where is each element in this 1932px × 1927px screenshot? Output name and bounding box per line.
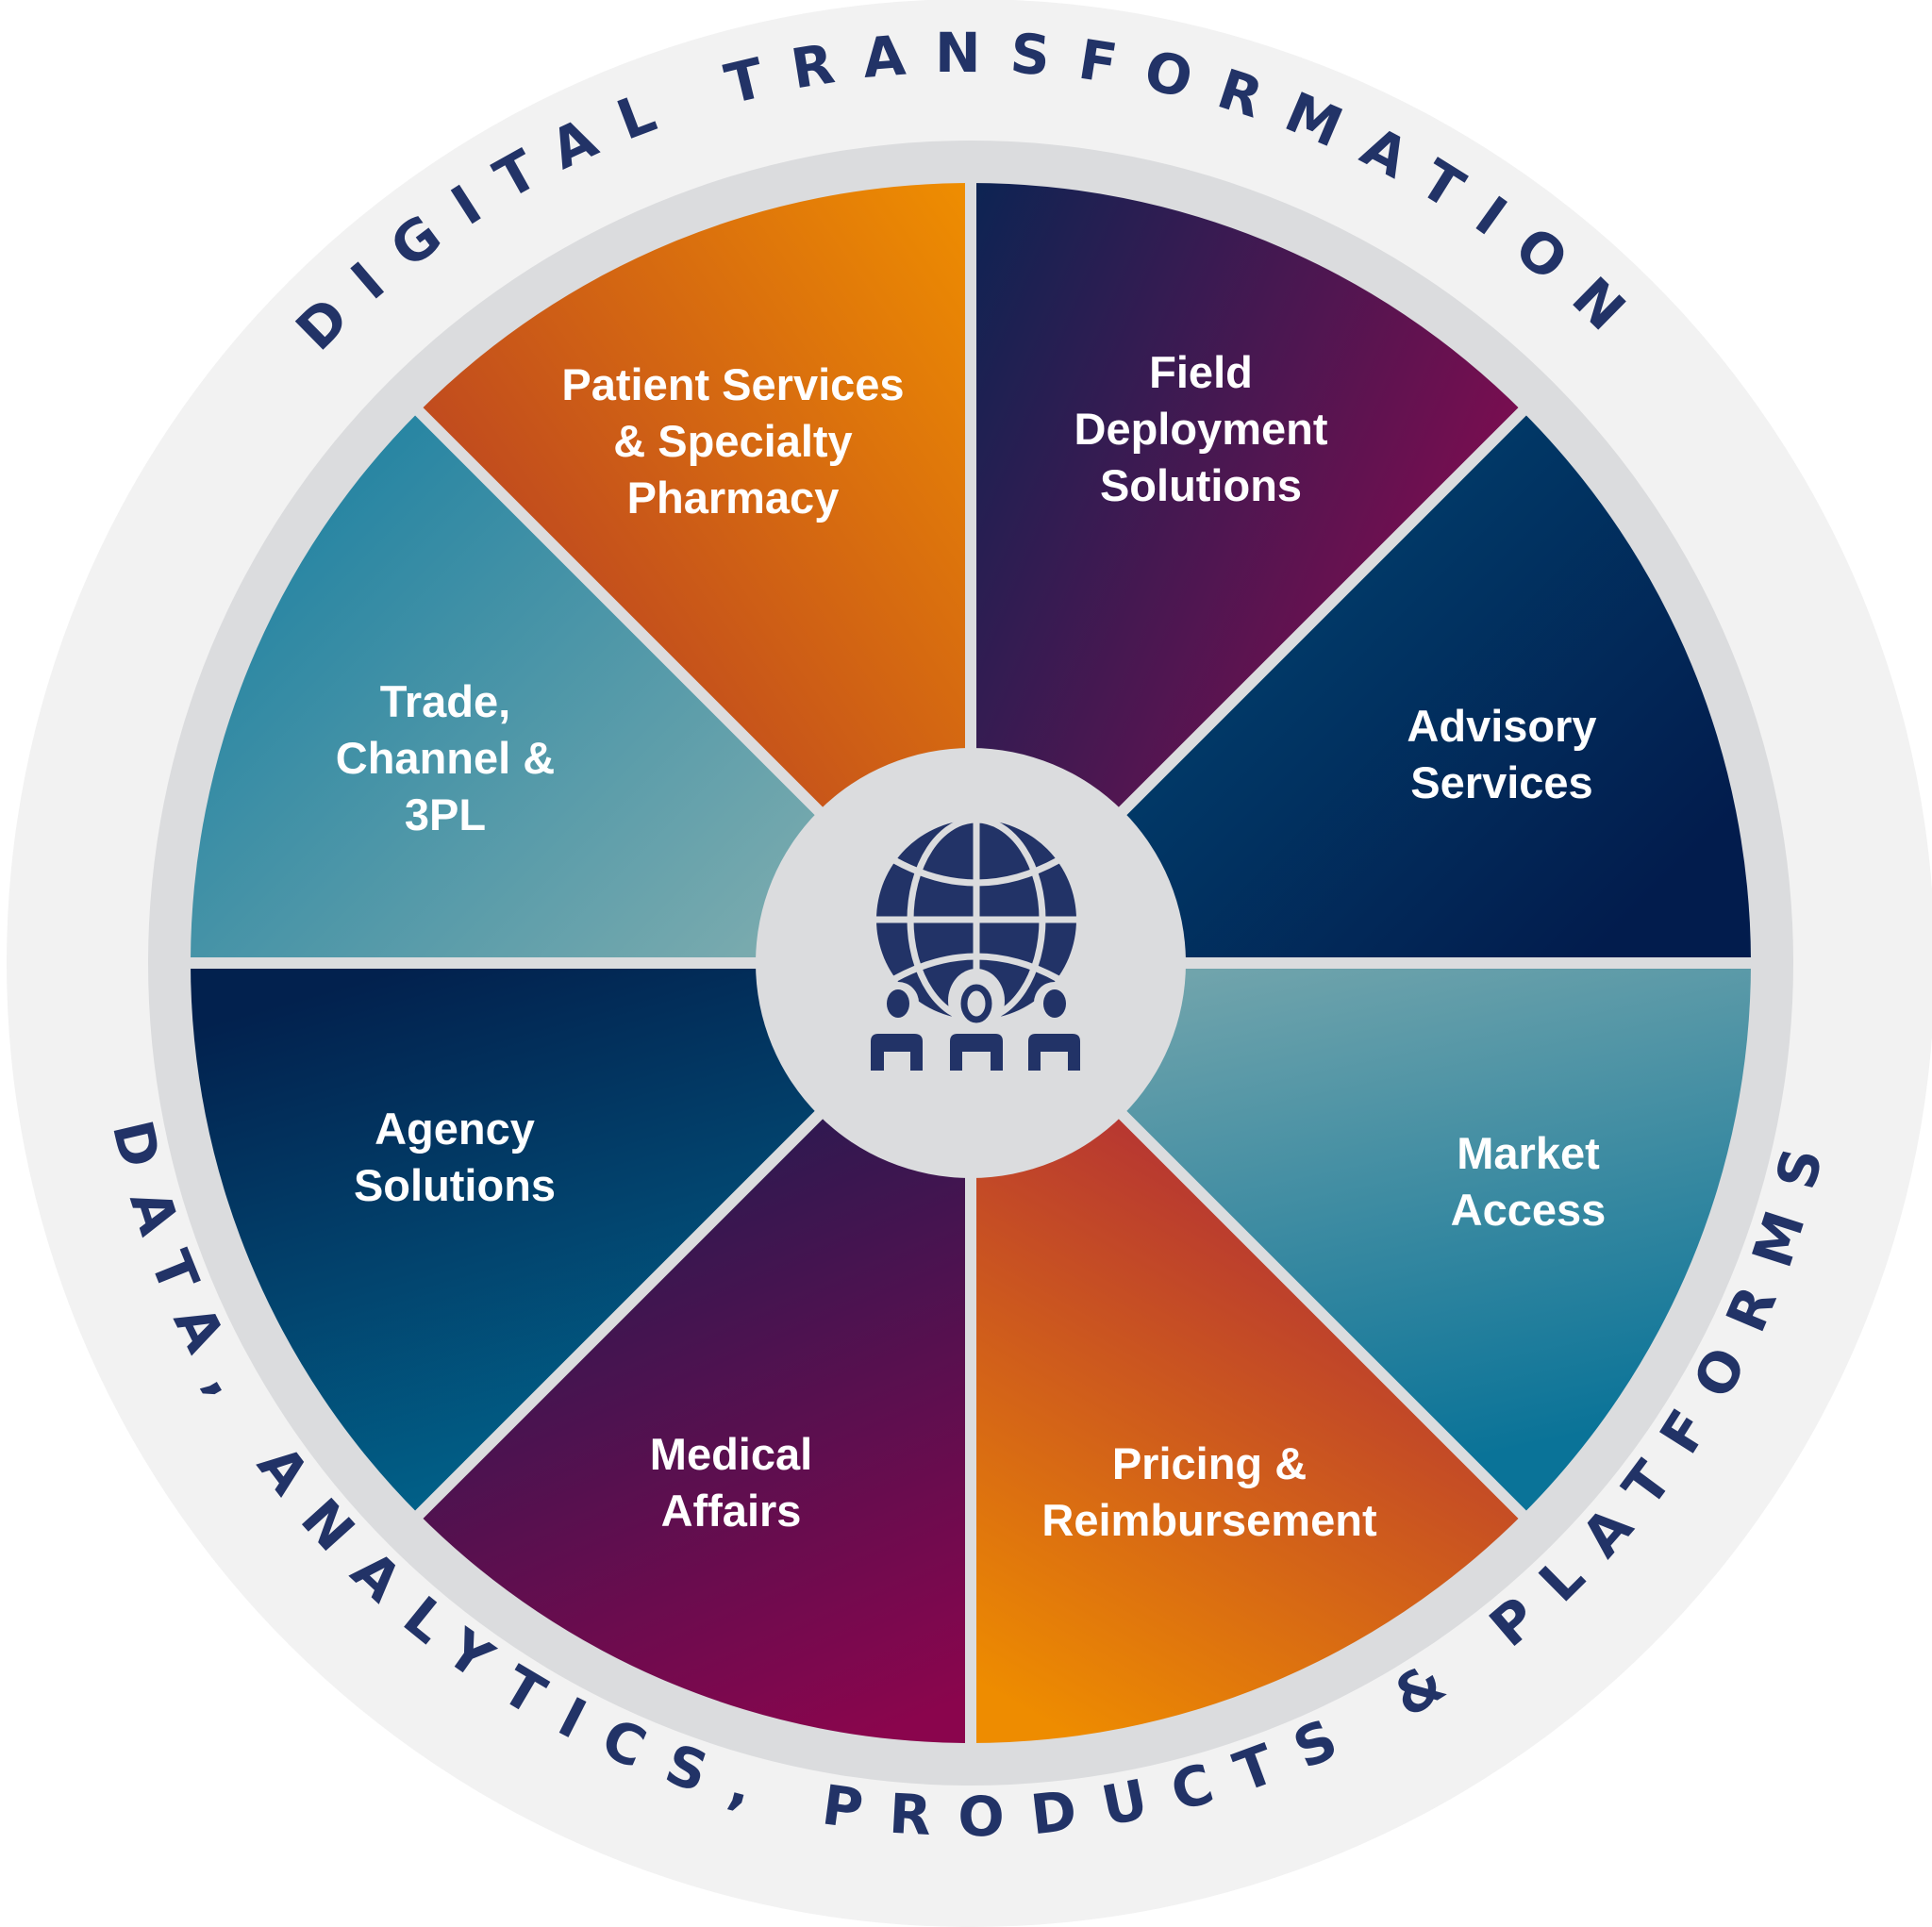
segment-pricing[interactable] bbox=[971, 963, 1523, 1743]
segment-label-line: Reimbursement bbox=[1041, 1495, 1377, 1545]
segment-label-line: Market bbox=[1457, 1128, 1600, 1178]
segment-label-line: Solutions bbox=[1100, 460, 1302, 510]
segment-label-line: Trade, bbox=[380, 676, 510, 726]
segment-label-line: Channel & bbox=[336, 733, 555, 783]
segment-label-line: Advisory bbox=[1407, 701, 1596, 751]
segment-agency[interactable] bbox=[191, 963, 971, 1515]
segment-label-trade: Trade, Channel & 3PL bbox=[336, 676, 555, 839]
segment-label-line: Pharmacy bbox=[627, 473, 840, 523]
segment-label-line: Field bbox=[1149, 347, 1253, 397]
segment-label-line: Deployment bbox=[1074, 404, 1328, 454]
globe-with-people-icon bbox=[871, 816, 1080, 1071]
segment-label-line: 3PL bbox=[405, 789, 486, 839]
segment-label-line: Access bbox=[1451, 1185, 1607, 1235]
segment-field-deployment[interactable] bbox=[971, 183, 1523, 963]
segment-trade[interactable] bbox=[191, 411, 971, 964]
segment-group bbox=[191, 183, 1751, 1743]
segment-patient-services[interactable] bbox=[419, 183, 972, 963]
segment-medical-affairs[interactable] bbox=[419, 963, 972, 1743]
segment-advisory[interactable] bbox=[971, 411, 1751, 964]
segment-label-line: Agency bbox=[375, 1104, 535, 1154]
segment-label-line: & Specialty bbox=[613, 416, 852, 466]
segment-market-access[interactable] bbox=[971, 963, 1751, 1515]
segment-label-line: Services bbox=[1410, 757, 1592, 807]
segment-label-line: Patient Services bbox=[561, 359, 904, 409]
segment-label-line: Affairs bbox=[661, 1486, 802, 1536]
segment-label-line: Solutions bbox=[354, 1160, 556, 1210]
segment-label-pricing: Pricing & Reimbursement bbox=[1041, 1438, 1377, 1545]
segment-label-line: Pricing & bbox=[1112, 1438, 1307, 1488]
segment-label-line: Medical bbox=[650, 1429, 812, 1479]
